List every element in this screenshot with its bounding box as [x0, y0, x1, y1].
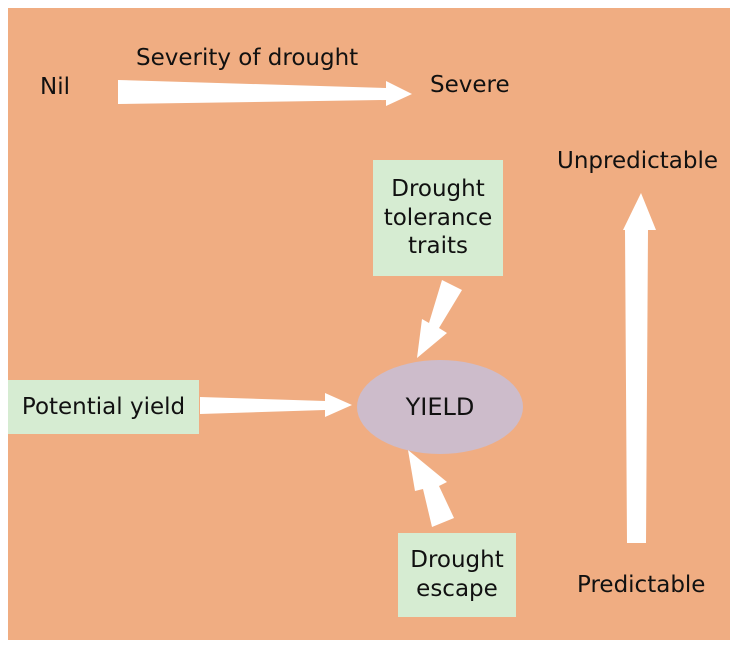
yield-ellipse: YIELD	[357, 360, 523, 454]
predictability-arrow	[623, 193, 656, 543]
yield-label: YIELD	[405, 393, 475, 421]
drought-tolerance-line-3: traits	[408, 233, 468, 260]
severity-arrow	[118, 80, 412, 106]
drought-escape-line-2: escape	[416, 576, 498, 602]
predictable-label: Predictable	[577, 572, 706, 598]
potential-yield-label: Potential yield	[21, 393, 186, 420]
drought-escape-box: Drought escape	[398, 533, 516, 617]
severity-title: Severity of drought	[136, 45, 359, 71]
tolerance-to-yield-arrow	[417, 280, 462, 358]
drought-tolerance-box: Drought tolerance traits	[373, 160, 503, 276]
potential-yield-box: Potential yield	[8, 380, 199, 434]
drought-tolerance-line-1: Drought	[391, 175, 485, 202]
diagram-background	[8, 8, 730, 640]
drought-tolerance-line-2: tolerance	[383, 204, 493, 231]
drought-escape-line-1: Drought	[410, 547, 504, 574]
unpredictable-label: Unpredictable	[557, 148, 718, 174]
potential-to-yield-arrow	[200, 393, 352, 417]
escape-to-yield-arrow	[408, 450, 454, 527]
severity-nil-label: Nil	[40, 74, 70, 100]
severity-severe-label: Severe	[430, 72, 510, 98]
